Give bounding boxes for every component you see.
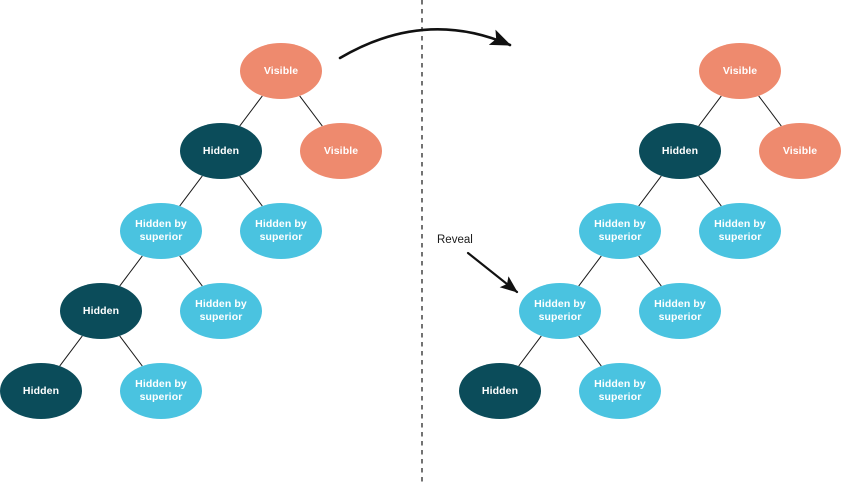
tree-edge — [638, 255, 662, 287]
tree-node-hidden[interactable]: Hidden — [0, 363, 82, 419]
tree-node-hidden-by-superior[interactable]: Hidden by superior — [579, 363, 661, 419]
tree-edge — [638, 175, 662, 207]
tree-node-hidden-by-superior[interactable]: Hidden by superior — [180, 283, 262, 339]
tree-edge — [179, 175, 203, 207]
tree-edge — [518, 335, 542, 367]
tree-node-label: Hidden — [202, 144, 240, 157]
tree-node-hidden[interactable]: Hidden — [60, 283, 142, 339]
tree-node-hidden-by-superior[interactable]: Hidden by superior — [579, 203, 661, 259]
tree-node-label: Hidden by superior — [255, 218, 307, 243]
tree-node-label: Hidden — [22, 384, 60, 397]
tree-node-hidden[interactable]: Hidden — [180, 123, 262, 179]
tree-node-label: Hidden by superior — [195, 298, 247, 323]
tree-node-visible[interactable]: Visible — [300, 123, 382, 179]
tree-node-label: Hidden — [481, 384, 519, 397]
tree-edge — [578, 335, 602, 367]
tree-node-hidden-by-superior[interactable]: Hidden by superior — [120, 363, 202, 419]
tree-edge — [578, 255, 602, 287]
tree-node-label: Visible — [263, 64, 299, 77]
tree-edge — [698, 95, 722, 127]
tree-edge — [179, 255, 203, 287]
tree-node-hidden-by-superior[interactable]: Hidden by superior — [639, 283, 721, 339]
tree-edge — [239, 175, 263, 207]
tree-node-hidden-by-superior[interactable]: Hidden by superior — [699, 203, 781, 259]
tree-node-label: Hidden by superior — [594, 378, 646, 403]
tree-node-label: Visible — [722, 64, 758, 77]
tree-node-hidden[interactable]: Hidden — [639, 123, 721, 179]
transform-curved-arrow — [338, 27, 512, 60]
tree-node-label: Visible — [782, 144, 818, 157]
tree-node-hidden-by-superior[interactable]: Hidden by superior — [240, 203, 322, 259]
tree-edge — [299, 95, 323, 127]
tree-edge — [119, 335, 143, 367]
tree-node-label: Hidden by superior — [594, 218, 646, 243]
tree-node-visible[interactable]: Visible — [759, 123, 841, 179]
tree-edge — [758, 95, 782, 127]
tree-node-label: Hidden by superior — [654, 298, 706, 323]
tree-node-visible[interactable]: Visible — [240, 43, 322, 99]
tree-edge — [59, 335, 83, 367]
tree-node-visible[interactable]: Visible — [699, 43, 781, 99]
tree-node-label: Hidden by superior — [534, 298, 586, 323]
tree-edge — [119, 255, 143, 287]
tree-node-label: Hidden by superior — [714, 218, 766, 243]
tree-node-hidden-by-superior[interactable]: Hidden by superior — [519, 283, 601, 339]
tree-node-label: Hidden — [661, 144, 699, 157]
tree-node-label: Hidden — [82, 304, 120, 317]
tree-node-hidden-by-superior[interactable]: Hidden by superior — [120, 203, 202, 259]
tree-node-label: Hidden by superior — [135, 378, 187, 403]
tree-node-label: Visible — [323, 144, 359, 157]
tree-edge — [239, 95, 263, 127]
tree-node-hidden[interactable]: Hidden — [459, 363, 541, 419]
reveal-label: Reveal — [437, 234, 473, 246]
tree-node-label: Hidden by superior — [135, 218, 187, 243]
tree-edge — [698, 175, 722, 207]
reveal-arrow — [466, 251, 519, 294]
